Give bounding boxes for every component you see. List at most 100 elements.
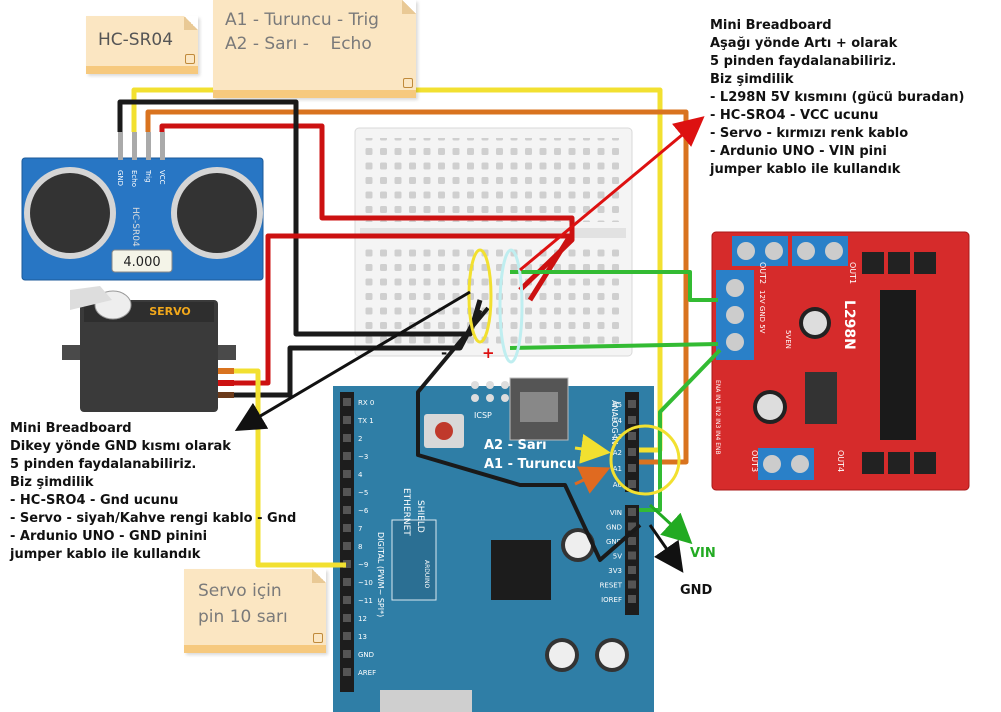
analog-pins-title: ANALOG IN [610,400,619,445]
minus-label: - [441,344,447,362]
header-pin [343,524,351,532]
header-pin [343,506,351,514]
header-pin [628,580,636,589]
header-pin [628,508,636,516]
driver-enable-label: 5VEN [784,330,792,349]
driver-out1-label: OUT1 [848,262,857,284]
sensor-pin-vcc: VCC [158,170,166,185]
label-vin: VIN [690,546,716,561]
note-pins-line2: A2 - Sarı - Echo [225,34,372,54]
header-pin [343,668,351,676]
note-pins-line1: A1 - Turuncu - Trig [225,10,379,30]
annotation-right-line: Aşağı yönde Artı + olarak [710,36,898,51]
servo-label: SERVO [149,305,191,318]
driver-out3-label: OUT3 [750,450,759,472]
header-pin-label: A0 [613,481,622,489]
header-pin [628,464,636,472]
shield-line1: ETHERNET [401,488,411,536]
header-pin [343,434,351,442]
icsp-label: ICSP [474,411,492,420]
header-pin-label: ~9 [358,561,368,569]
arduino-ethernet-shield: ICSP ETHERNET SHIELD DIGITAL (PWM~ SPI*)… [333,377,654,712]
note-hcsr04: HC-SR04 [86,16,198,74]
annotation-left-line: - Servo - siyah/Kahve rengi kablo - Gnd [10,511,297,526]
annotation-right-line: 5 pinden faydalanabiliriz. [710,54,897,69]
header-pin [628,566,636,574]
header-pin [343,416,351,424]
sensor-display: 4.000 [123,255,160,270]
header-pin [343,578,351,586]
note-servo-line1: Servo için [198,581,282,601]
header-pin [628,416,636,424]
header-pin-label: 5V [613,553,622,561]
annotation-left-line: Dikey yönde GND kısmı olarak [10,439,231,454]
servo-motor: SERVO [62,286,236,412]
arrow-a1 [574,466,611,494]
annotation-right-line: Biz şimdilik [710,72,794,87]
header-pin-label: 13 [358,633,367,641]
mini-breadboard [354,127,633,357]
note-servo-line2: pin 10 sarı [198,607,288,627]
header-pin-label: VIN [610,509,622,517]
header-pin-label: A2 [613,449,622,457]
digital-pins-title: DIGITAL (PWM~ SPI*) [376,532,385,617]
annotation-left-line: jumper kablo ile kullandık [10,547,201,562]
hc-sr04-sensor: 4.000 HC-SR04 GND Echo Trig VCC [21,132,264,281]
header-pin-label: ~5 [358,489,368,497]
annotation-left-line: Mini Breadboard [10,421,132,436]
wire-green-driver-5v [510,270,718,302]
annotation-left-line: - HC-SRO4 - Gnd ucunu [10,493,179,508]
annotation-right-line: - Servo - kırmızı renk kablo [710,126,909,141]
label-a1: A1 - Turuncu [484,457,577,472]
wire-green-driver [509,342,719,350]
header-pin-label: RX 0 [358,399,374,407]
sensor-pin-gnd: GND [116,170,124,186]
header-pin [343,452,351,460]
driver-out4-label: OUT4 [836,450,845,472]
header-pin-label: ~11 [358,597,373,605]
arrow-to-left-note [234,290,471,432]
annotation-left-line: 5 pinden faydalanabiliriz. [10,457,197,472]
arrow-gnd [648,524,684,573]
arrow-a2 [574,433,611,464]
annotation-left-line: Biz şimdilik [10,475,94,490]
header-pin [343,470,351,478]
header-pin-label: GND [606,538,622,546]
highlight-gnd-column [467,248,493,344]
header-pin-label: TX 1 [357,417,374,425]
label-gnd: GND [680,583,713,598]
header-pin [628,400,636,408]
driver-out2-label: OUT2 [758,262,767,284]
header-pin-label: IOREF [601,596,622,604]
header-pin [628,595,636,603]
arrow-vin [648,503,693,545]
header-pin [343,650,351,658]
sensor-pin-echo: Echo [130,170,138,187]
header-pin-label: ~10 [358,579,373,587]
header-pin [628,551,636,560]
header-pin-label: ~6 [358,507,369,515]
arduino-brand: ARDUINO [423,560,430,589]
header-pin [628,522,636,531]
sensor-model-label: HC-SR04 [130,207,140,247]
arrow-to-right-note [519,116,705,272]
driver-model-label: L298N [841,300,857,350]
wire-black-arduino-gnd [416,306,642,562]
wire-orange-trig [145,109,689,465]
header-pin-label: GND [358,651,374,659]
annotation-gnd-rail: Mini Breadboard Dikey yönde GND kısmı ol… [10,420,296,564]
header-pin-label: 3V3 [608,567,622,575]
annotation-left-line: - Ardunio UNO - GND pinini [10,529,208,544]
annotation-right-line: - Ardunio UNO - VIN pini [710,144,887,159]
header-pin [343,596,351,604]
header-pin-label: A1 [613,465,622,473]
plus-label: + [482,344,495,362]
annotation-right-line: Mini Breadboard [710,18,832,33]
wire-red-vcc [159,123,575,292]
header-pin-label: ~3 [358,453,368,461]
annotation-right-line: jumper kablo ile kullandık [710,162,901,177]
header-pin-label: A3 [613,433,622,441]
sensor-pin-trig: Trig [144,169,152,183]
